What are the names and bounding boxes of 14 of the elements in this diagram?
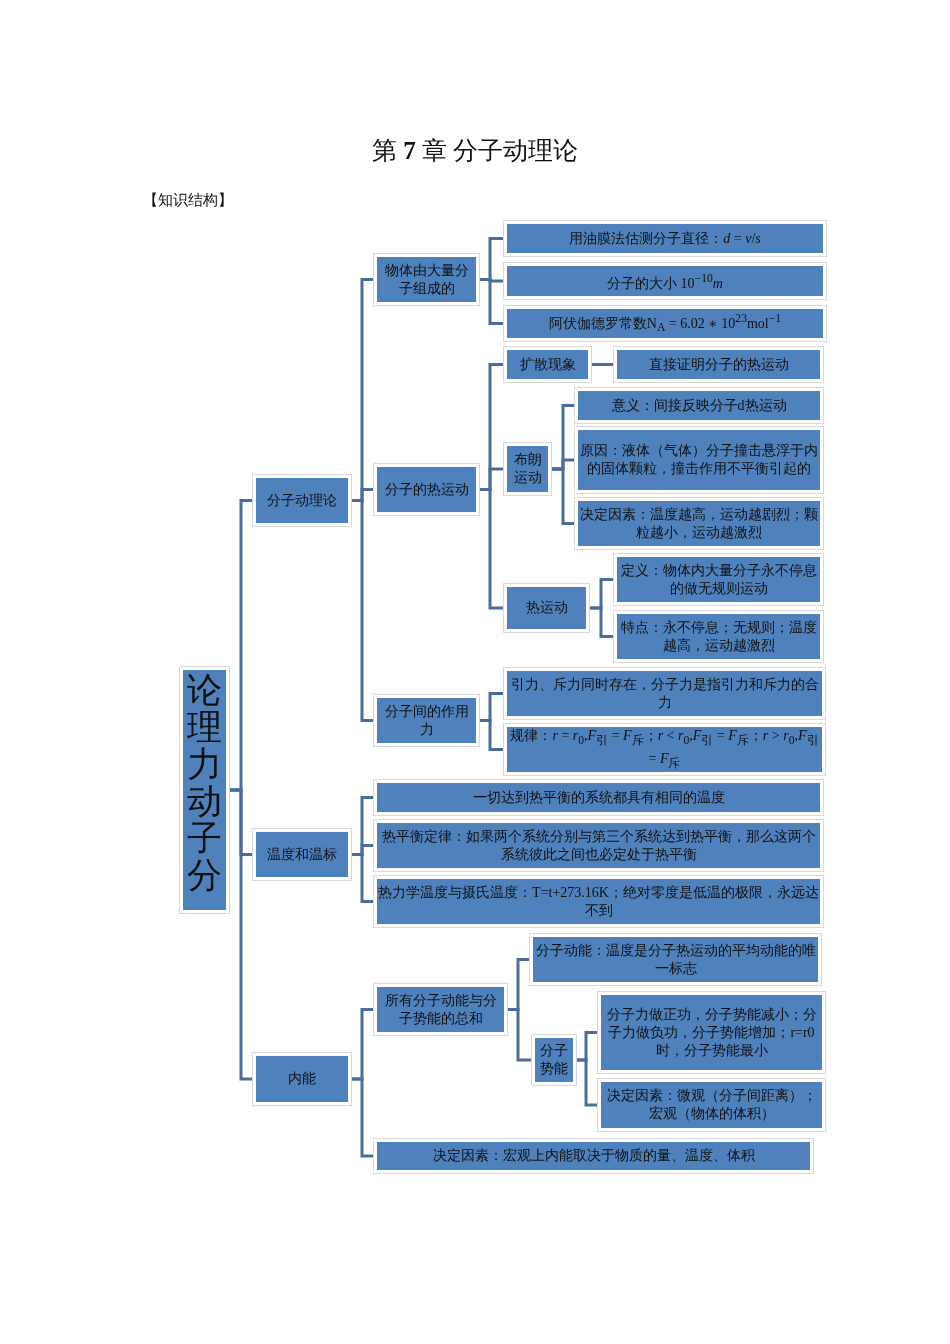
chapter-title: 第 7 章 分子动理论: [370, 136, 580, 166]
connector-line: [552, 467, 574, 525]
connector-line: [352, 1077, 373, 1158]
section-heading: 【知识结构】: [143, 191, 233, 210]
connector-line: [508, 1008, 531, 1062]
connector-line: [480, 719, 503, 751]
connector-line: [352, 853, 373, 903]
connector-line: [480, 278, 503, 325]
connector-line: [480, 488, 503, 610]
connector-line: [230, 788, 252, 1081]
connector-line: [592, 363, 613, 366]
connector-line: [590, 606, 613, 638]
connector-line: [577, 1058, 597, 1107]
connector-line: [352, 499, 373, 722]
